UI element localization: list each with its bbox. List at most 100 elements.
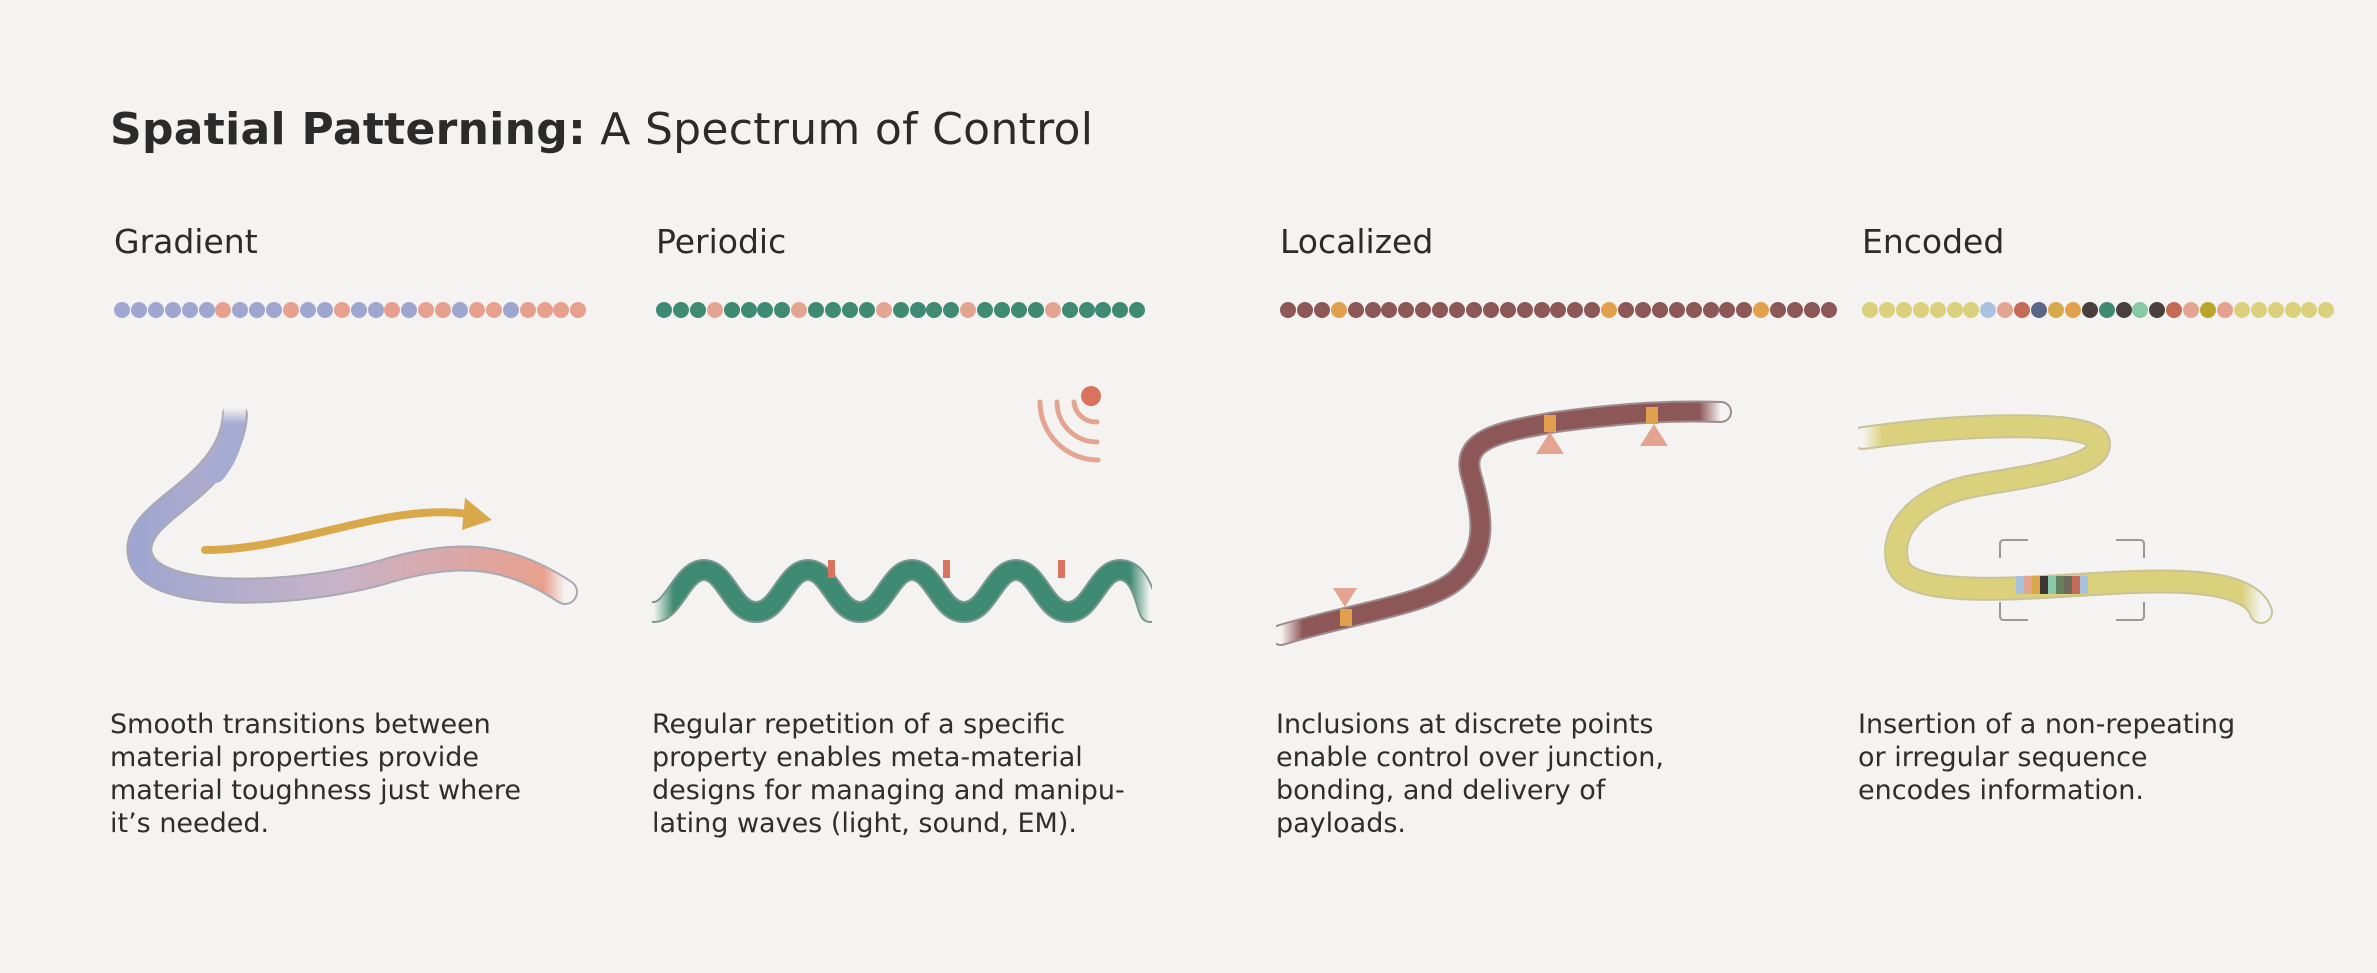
bead [114, 302, 130, 318]
bead [1862, 302, 1878, 318]
caption-gradient: Smooth transitions between material prop… [110, 709, 521, 839]
bead [435, 302, 452, 318]
bead [841, 302, 858, 318]
bead [791, 302, 808, 318]
bead [384, 302, 401, 318]
bead [1912, 302, 1929, 318]
bead [672, 302, 689, 318]
panel-heading-gradient: Gradient [114, 222, 258, 261]
bead [2098, 302, 2115, 318]
bead [1398, 302, 1415, 318]
selection-bracket-icon [1999, 539, 2145, 621]
bead [909, 302, 926, 318]
bead [181, 302, 198, 318]
bead [1347, 302, 1364, 318]
bead [1010, 302, 1027, 318]
bead [316, 302, 333, 318]
bead [1567, 302, 1584, 318]
bead [994, 302, 1010, 318]
bead [1753, 302, 1770, 318]
bead [468, 302, 485, 318]
panel-localized: Localized Inclusions at discrete points … [1276, 0, 1837, 973]
caption-encoded: Insertion of a non-repeating or irregula… [1858, 709, 2236, 806]
bead [164, 302, 181, 318]
bead [2267, 302, 2284, 318]
bead [1584, 302, 1601, 318]
encoded-fiber-illustration [1858, 414, 2273, 624]
panel-gradient: Gradient Smooth transitions between mate… [110, 0, 587, 973]
panel-encoded: Encoded [1858, 0, 2335, 973]
bead [1280, 302, 1296, 318]
bead [1803, 302, 1820, 318]
bead [198, 302, 215, 318]
bead [1129, 302, 1146, 318]
bead [1296, 302, 1313, 318]
bead [723, 302, 740, 318]
bead [1685, 302, 1702, 318]
bead [232, 302, 249, 318]
bead [215, 302, 232, 318]
marker-triangles [1333, 424, 1668, 607]
bead [858, 302, 875, 318]
bead [943, 302, 960, 318]
bead [2183, 302, 2200, 318]
bead [1061, 302, 1078, 318]
bead [1601, 302, 1618, 318]
caption-periodic: Regular repetition of a specific propert… [652, 709, 1125, 839]
bead [1095, 302, 1112, 318]
bead [536, 302, 553, 318]
bead [2014, 302, 2031, 318]
wave-source-icon [1037, 386, 1101, 463]
bead [1946, 302, 1963, 318]
bead [1465, 302, 1482, 318]
bead [2318, 302, 2335, 318]
bead [1516, 302, 1533, 318]
bead [774, 302, 791, 318]
bead [808, 302, 825, 318]
bead [1997, 302, 2014, 318]
bead [1618, 302, 1634, 318]
arrow-head-icon [462, 498, 492, 530]
bead [1929, 302, 1946, 318]
bead [1112, 302, 1129, 318]
bead [1634, 302, 1651, 318]
bead [452, 302, 468, 318]
bead [1820, 302, 1837, 318]
bead [1770, 302, 1787, 318]
bead [2301, 302, 2318, 318]
encoded-sequence-segment [2016, 576, 2088, 594]
bead [977, 302, 994, 318]
bead [1702, 302, 1719, 318]
bead [266, 302, 283, 318]
bead [283, 302, 299, 318]
bead [960, 302, 977, 318]
panel-heading-periodic: Periodic [656, 222, 787, 261]
bead [2216, 302, 2233, 318]
bead [401, 302, 418, 318]
bead [1963, 302, 1980, 318]
bead [740, 302, 757, 318]
bead [1550, 302, 1567, 318]
bead [2200, 302, 2216, 318]
bead [1499, 302, 1516, 318]
bead [1787, 302, 1803, 318]
bead [1980, 302, 1997, 318]
bead [1482, 302, 1499, 318]
bead [1736, 302, 1753, 318]
bead [485, 302, 502, 318]
bead [1044, 302, 1061, 318]
bead [333, 302, 350, 318]
panel-heading-encoded: Encoded [1862, 222, 2005, 261]
bead [1313, 302, 1330, 318]
bead [1415, 302, 1432, 318]
panel-periodic: Periodic Regular repetition of a specifi… [652, 0, 1152, 973]
bead [130, 302, 147, 318]
bead [502, 302, 519, 318]
bead [757, 302, 774, 318]
bead [350, 302, 367, 318]
bead [689, 302, 706, 318]
bead [1668, 302, 1685, 318]
bead [875, 302, 892, 318]
bead [1449, 302, 1465, 318]
bead [519, 302, 536, 318]
